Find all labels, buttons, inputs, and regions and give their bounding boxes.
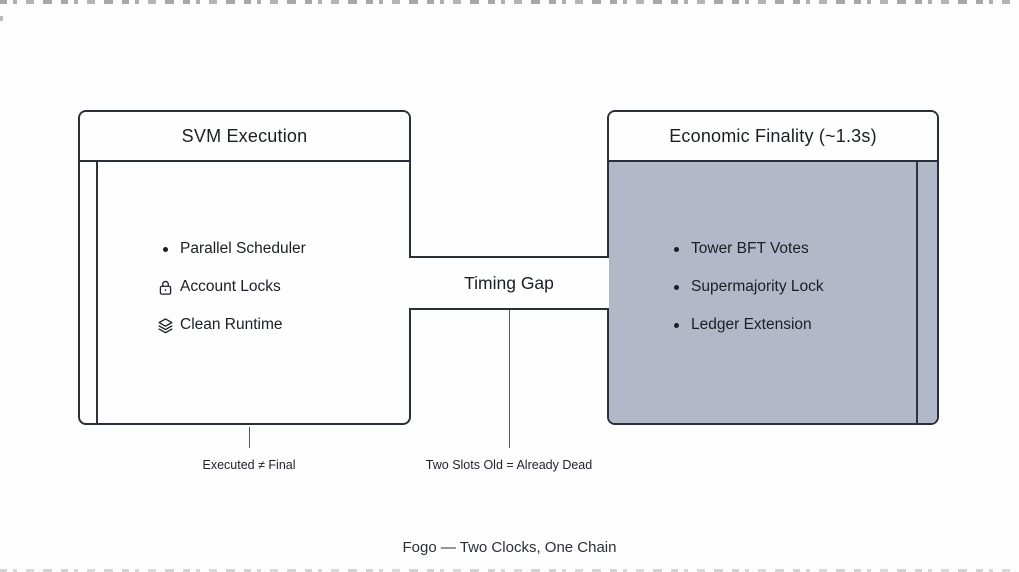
list-item: Parallel Scheduler [153,230,409,268]
svm-execution-title: SVM Execution [181,125,308,146]
economic-finality-header: Economic Finality (~1.3s) [609,112,937,162]
list-item: Clean Runtime [153,306,409,344]
economic-finality-body: Tower BFT Votes Supermajority Lock Ledge… [609,162,937,423]
timing-gap-label: Timing Gap [464,272,554,293]
list-item: Supermajority Lock [664,268,937,306]
bullet-icon [153,246,177,252]
executed-not-final-label: Executed ≠ Final [202,458,296,472]
list-item: Ledger Extension [664,306,937,344]
economic-finality-box: Economic Finality (~1.3s) Tower BFT Vote… [607,110,939,425]
item-label: Clean Runtime [180,316,283,333]
diagram-caption: Fogo — Two Clocks, One Chain [402,539,617,556]
item-label: Account Locks [180,278,281,295]
item-label: Tower BFT Votes [691,240,809,257]
economic-finality-title: Economic Finality (~1.3s) [669,125,877,146]
timing-gap-connector: Timing Gap [409,256,609,310]
item-label: Ledger Extension [691,316,812,333]
item-label: Supermajority Lock [691,278,824,295]
timing-gap-callout-line [509,310,510,448]
svm-box-spine-line [96,161,98,423]
list-item: Tower BFT Votes [664,230,937,268]
finality-item-list: Tower BFT Votes Supermajority Lock Ledge… [609,230,937,344]
two-slots-old-label: Two Slots Old = Already Dead [425,458,593,472]
cropped-text-artifact-top [0,0,1019,4]
item-label: Parallel Scheduler [180,240,306,257]
svm-item-list: Parallel Scheduler Account Locks [80,230,409,344]
bullet-icon [664,284,688,290]
cropped-text-artifact-bottom [0,569,1019,572]
svm-execution-header: SVM Execution [80,112,409,162]
list-item: Account Locks [153,268,409,306]
lock-icon [153,279,177,296]
finality-box-spine-line [916,161,918,423]
layers-icon [153,317,177,334]
bullet-icon [664,246,688,252]
svm-execution-body: Parallel Scheduler Account Locks [80,162,409,423]
bullet-icon [664,322,688,328]
svm-box-callout-line [249,427,250,448]
edge-speck [0,16,3,21]
svm-execution-box: SVM Execution Parallel Scheduler [78,110,411,425]
